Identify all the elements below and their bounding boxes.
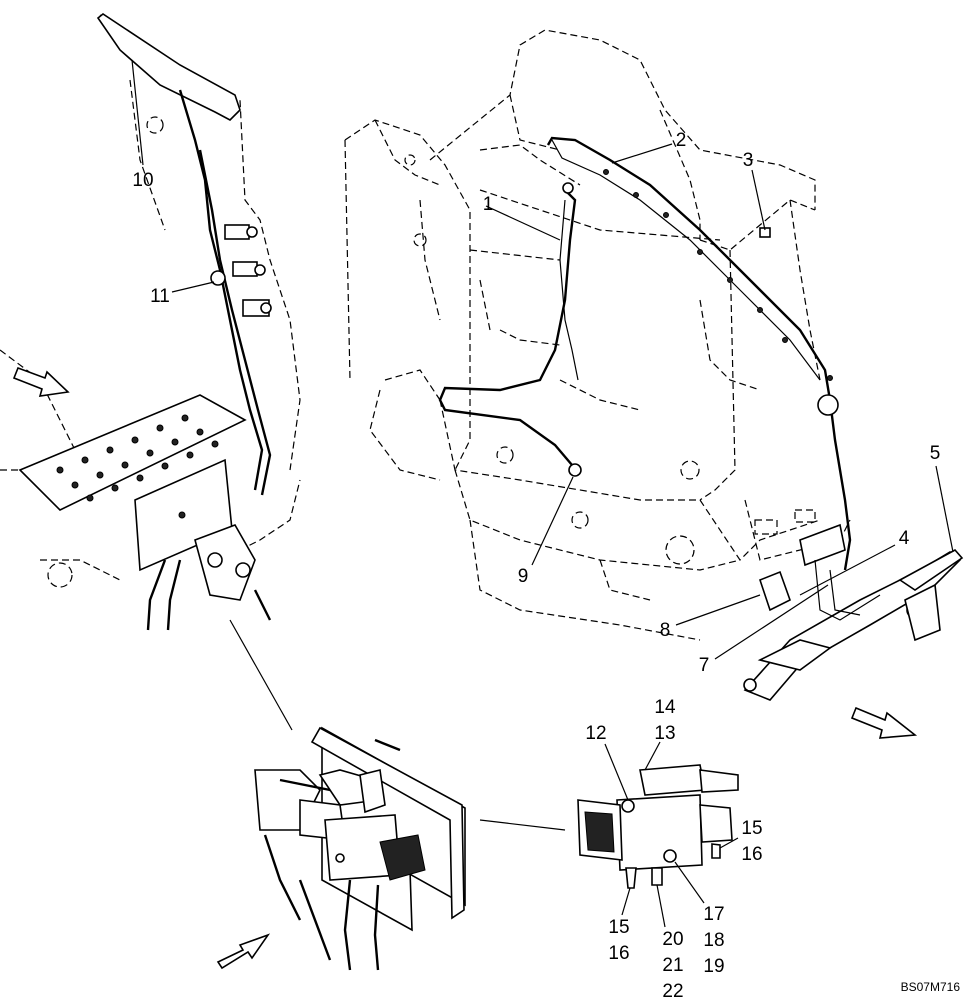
flow-arrow-left: [12, 366, 70, 397]
machine-frame: [344, 29, 851, 641]
callout-16-right: 16: [741, 844, 762, 865]
callout-13: 13: [654, 723, 675, 744]
detail-view-valve: [229, 619, 466, 971]
wire-harness-main: [438, 136, 852, 571]
callout-3: 3: [743, 150, 754, 171]
flow-arrow-right: [850, 706, 918, 739]
callout-labels: 1 2 3 4 5 7 8 9 10 11 12 13 14 15 16 15 …: [132, 130, 940, 1000]
callout-20: 20: [662, 929, 683, 950]
step-plate-holes: [56, 414, 219, 502]
callout-9: 9: [518, 566, 529, 587]
wire-harness-left: [96, 13, 272, 496]
callout-22: 22: [662, 981, 683, 1000]
loader-arm: [743, 523, 964, 701]
valve-component: [479, 764, 739, 889]
drawing-code: BS07M716: [901, 980, 961, 994]
callout-11: 11: [150, 286, 170, 307]
callout-10: 10: [132, 170, 153, 191]
callout-1: 1: [483, 194, 494, 215]
callout-21: 21: [662, 955, 683, 976]
callout-19: 19: [703, 956, 724, 977]
callout-18: 18: [703, 930, 724, 951]
callout-12: 12: [585, 723, 606, 744]
callout-14: 14: [654, 697, 676, 718]
callout-7: 7: [699, 655, 710, 676]
callout-17: 17: [703, 904, 724, 925]
callout-16-bottom: 16: [608, 943, 629, 964]
leader-lines: [131, 59, 954, 928]
callout-15-right: 15: [741, 818, 762, 839]
callout-2: 2: [676, 130, 687, 151]
left-upright-frame: [0, 14, 301, 631]
callout-4: 4: [899, 528, 910, 549]
flow-arrow-bottom: [216, 933, 271, 970]
callout-8: 8: [660, 620, 671, 641]
callout-5: 5: [930, 443, 941, 464]
callout-15-bottom: 15: [608, 917, 629, 938]
